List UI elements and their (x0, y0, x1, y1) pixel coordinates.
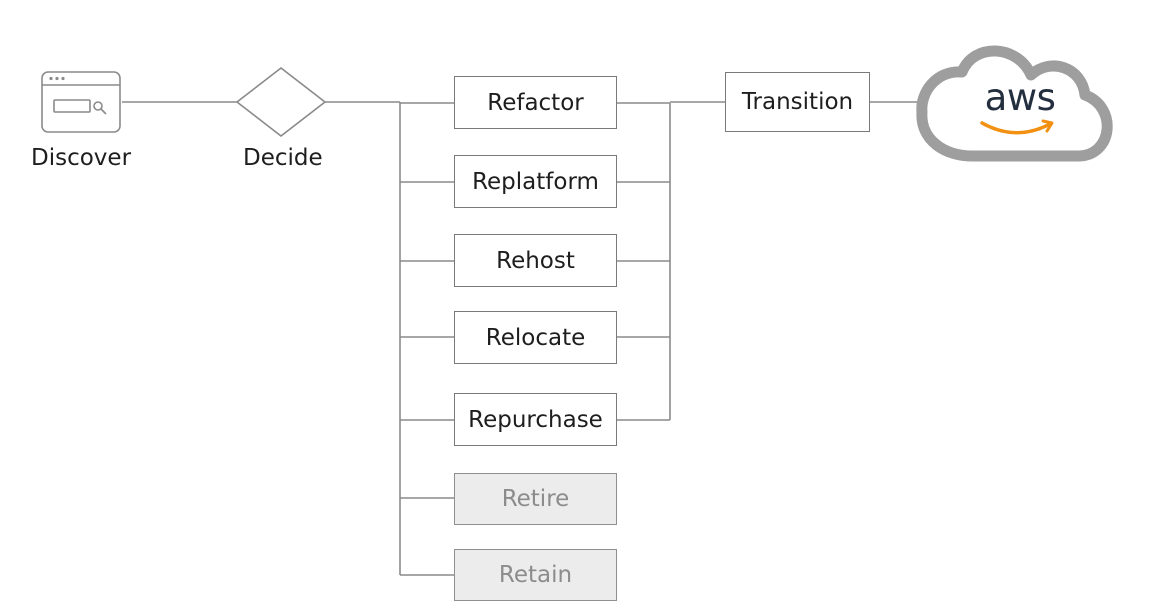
aws-logo-text: aws (984, 76, 1056, 119)
strategy-box-replatform: Replatform (454, 155, 617, 208)
strategy-box-retain: Retain (454, 549, 617, 601)
strategy-box-rehost: Rehost (454, 234, 617, 287)
browser-search-icon (41, 71, 121, 133)
decision-diamond (235, 66, 327, 138)
strategy-box-repurchase: Repurchase (454, 393, 617, 446)
decide-label: Decide (243, 145, 323, 171)
aws-smile-icon (980, 121, 1052, 135)
aws-cloud-icon (916, 45, 1113, 162)
strategy-box-refactor: Refactor (454, 76, 617, 129)
strategy-box-retire: Retire (454, 473, 617, 525)
strategy-box-relocate: Relocate (454, 311, 617, 364)
transition-box: Transition (725, 72, 870, 132)
discover-label: Discover (31, 145, 132, 171)
